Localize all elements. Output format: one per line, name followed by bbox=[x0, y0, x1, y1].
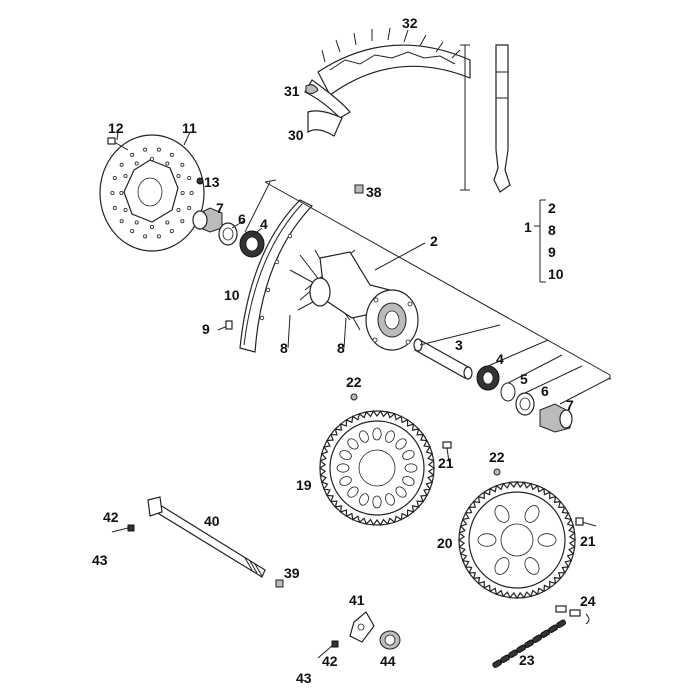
sprocket-20-part bbox=[457, 480, 577, 600]
label-21-left: 21 bbox=[438, 455, 454, 471]
spoke-part bbox=[460, 44, 511, 193]
bolt-21-left-part bbox=[442, 441, 452, 463]
nut-22-left-part bbox=[350, 393, 358, 401]
bolt-12-part bbox=[107, 137, 129, 151]
label-9: 9 bbox=[202, 321, 210, 337]
spacer-7-right-part bbox=[539, 403, 573, 433]
kit-group-bracket bbox=[534, 199, 546, 283]
nut-38-part bbox=[354, 184, 364, 194]
label-32: 32 bbox=[402, 15, 418, 31]
label-30: 30 bbox=[288, 127, 304, 143]
nut-44-part bbox=[379, 630, 401, 650]
bearing-4-left-part bbox=[239, 230, 265, 258]
label-38: 38 bbox=[366, 184, 382, 200]
bolt-21-right-part bbox=[575, 517, 597, 527]
label-11: 11 bbox=[182, 120, 197, 136]
seal-6-left-part bbox=[218, 222, 238, 246]
right-guide-lines bbox=[419, 324, 611, 405]
label-19: 19 bbox=[296, 477, 312, 493]
label-20: 20 bbox=[437, 535, 453, 551]
label-7-left: 7 bbox=[216, 200, 224, 216]
label-13: 13 bbox=[204, 174, 220, 190]
bolt-9-part bbox=[217, 320, 233, 331]
circlip-5-part bbox=[500, 382, 516, 402]
leader-lines bbox=[116, 131, 426, 349]
kit-item-3: 9 bbox=[548, 244, 556, 260]
chain-adjuster-41-part bbox=[349, 611, 375, 643]
label-31: 31 bbox=[284, 83, 300, 99]
tire-part bbox=[304, 27, 471, 137]
kit-item-4: 10 bbox=[548, 266, 564, 282]
hub-part bbox=[289, 249, 419, 351]
label-4-left: 4 bbox=[260, 216, 268, 232]
bolt-42-left-part bbox=[111, 524, 135, 533]
label-8-left: 8 bbox=[280, 340, 288, 356]
label-7-right: 7 bbox=[566, 397, 574, 413]
label-1: 1 bbox=[524, 219, 532, 235]
label-6-left: 6 bbox=[238, 211, 246, 227]
bolt-42-bottom-part bbox=[317, 640, 339, 659]
part-number-labels: 1 2 8 9 10 32 31 30 12 11 13 38 7 6 4 2 … bbox=[92, 15, 596, 686]
kit-item-2: 8 bbox=[548, 222, 556, 238]
label-22-left: 22 bbox=[346, 374, 362, 390]
nut-22-right-part bbox=[493, 468, 501, 476]
chain-23-part bbox=[492, 619, 567, 668]
label-8-right: 8 bbox=[337, 340, 345, 356]
sprocket-19-part bbox=[318, 409, 436, 527]
label-22-right: 22 bbox=[489, 449, 505, 465]
label-6-right: 6 bbox=[541, 383, 549, 399]
label-40: 40 bbox=[204, 513, 220, 529]
label-2: 2 bbox=[430, 233, 438, 249]
label-44: 44 bbox=[380, 653, 396, 669]
label-41: 41 bbox=[349, 592, 365, 608]
spacer-3-part bbox=[413, 338, 473, 380]
brake-disc-part bbox=[99, 134, 205, 252]
label-39: 39 bbox=[284, 565, 300, 581]
axle-40-part bbox=[147, 496, 266, 578]
kit-item-1: 2 bbox=[548, 200, 556, 216]
label-5: 5 bbox=[520, 371, 528, 387]
rim-part bbox=[239, 199, 313, 353]
label-21-right: 21 bbox=[580, 533, 596, 549]
label-4-right: 4 bbox=[496, 351, 504, 367]
label-10: 10 bbox=[224, 287, 240, 303]
bearing-4-right-part bbox=[476, 365, 500, 391]
label-42-bottom: 42 bbox=[322, 653, 338, 669]
nut-39-part bbox=[275, 579, 284, 588]
label-42-left: 42 bbox=[103, 509, 119, 525]
label-24: 24 bbox=[580, 593, 596, 609]
master-link-24-part bbox=[555, 605, 590, 625]
label-12: 12 bbox=[108, 120, 124, 136]
label-3: 3 bbox=[455, 337, 463, 353]
seal-6-right-part bbox=[515, 392, 535, 416]
assembly-guide-lines bbox=[244, 179, 611, 376]
nut-13-part bbox=[196, 177, 204, 185]
label-23: 23 bbox=[519, 652, 535, 668]
label-43-bottom: 43 bbox=[296, 670, 312, 686]
label-43-left: 43 bbox=[92, 552, 108, 568]
